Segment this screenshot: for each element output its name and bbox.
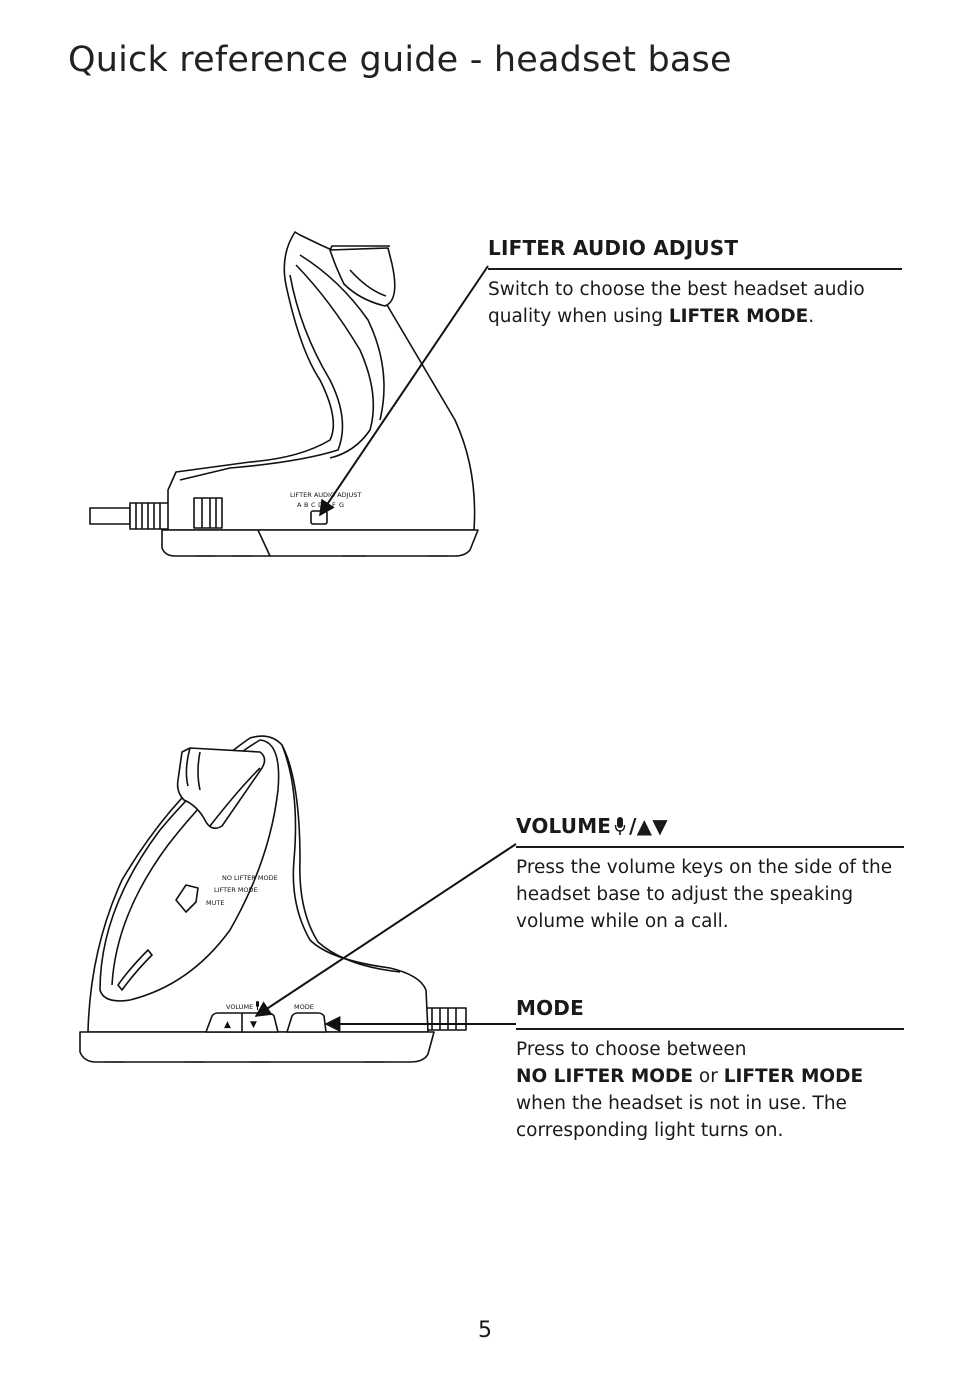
lifter-audio-adjust-callout: LIFTER AUDIO ADJUST Switch to choose the… — [488, 236, 902, 330]
mode-heading: MODE — [516, 996, 584, 1020]
power-cable — [89, 502, 171, 530]
mode-button — [286, 1012, 327, 1033]
volume-heading: VOLUME /▲▼ — [516, 814, 668, 838]
volume-down-icon: ▼ — [250, 1020, 257, 1030]
lifter-audio-adjust-text: Switch to choose the best headset audio … — [488, 279, 865, 327]
lifter-audio-leader-line — [319, 265, 489, 517]
microphone-icon — [614, 817, 626, 835]
svg-text:F: F — [332, 501, 336, 509]
svg-text:B: B — [304, 501, 308, 509]
headset-base-front-view — [79, 735, 467, 1063]
switch-label-text: LIFTER AUDIO ADJUST — [290, 491, 361, 499]
lifter-audio-adjust-heading: LIFTER AUDIO ADJUST — [488, 236, 739, 260]
divider — [516, 846, 904, 848]
lifter-mode-label: LIFTER MODE — [214, 886, 258, 894]
lifter-audio-switch — [310, 510, 328, 525]
volume-label: VOLUME — [226, 1003, 253, 1011]
volume-text: Press the volume keys on the side of the… — [516, 857, 893, 932]
svg-text:A: A — [297, 501, 302, 509]
mute-label: MUTE — [206, 899, 224, 907]
svg-text:C: C — [311, 501, 316, 509]
page-title: Quick reference guide - headset base — [68, 40, 732, 80]
divider — [516, 1028, 904, 1030]
power-cable-bottom — [423, 1007, 467, 1031]
no-lifter-mode-label: NO LIFTER MODE — [222, 874, 278, 882]
page-number: 5 — [478, 1318, 492, 1343]
volume-up-icon: ▲ — [224, 1020, 231, 1030]
volume-callout: VOLUME /▲▼ Press the volume keys on the … — [516, 814, 904, 935]
volume-leader-line — [254, 843, 517, 1017]
svg-text:G: G — [339, 501, 344, 509]
mode-label: MODE — [294, 1003, 314, 1011]
divider — [488, 268, 902, 270]
headset-base-side-view — [89, 231, 479, 557]
svg-text:D: D — [318, 501, 323, 509]
